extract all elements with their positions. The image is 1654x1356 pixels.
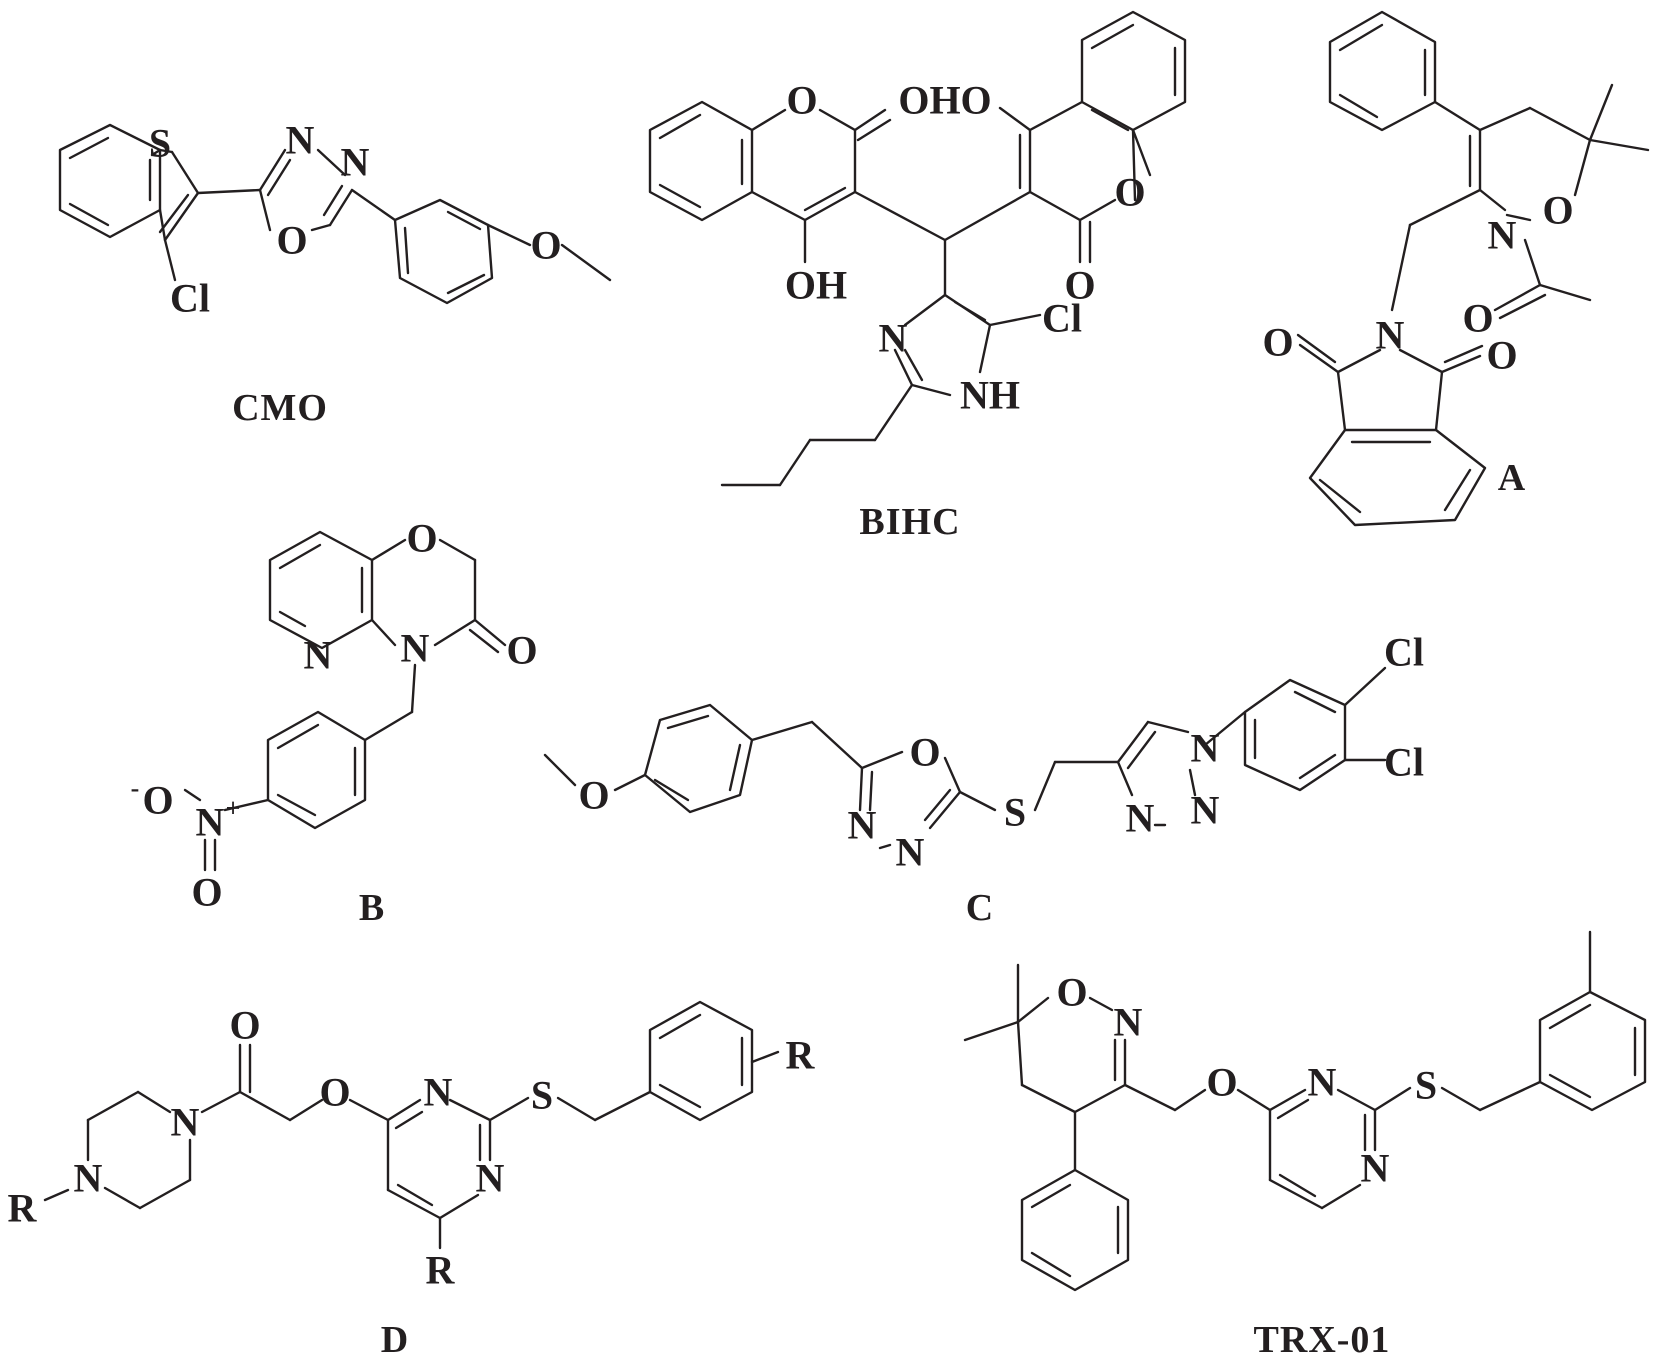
- compound-b: O N N O - O N + O B: [131, 516, 538, 930]
- compound-label-a: A: [1498, 457, 1526, 499]
- c-bonds: [543, 666, 1387, 850]
- b-atom-labels: O N N O - O N + O: [131, 516, 538, 915]
- compound-label-bihc: BIHC: [859, 501, 960, 543]
- c-atom-labels: O O N N S N N N Cl Cl: [578, 630, 1424, 875]
- atom-n: N: [1191, 788, 1220, 833]
- atom-n: N: [476, 1156, 505, 1201]
- atom-n: N: [1308, 1060, 1337, 1105]
- atom-o: O: [276, 218, 307, 263]
- atom-n: N: [1191, 726, 1220, 771]
- atom-o: O: [1486, 333, 1517, 378]
- atom-r: R: [8, 1186, 38, 1231]
- cmo-atom-labels: S Cl N N O O: [149, 118, 562, 321]
- atom-o: O: [1114, 170, 1145, 215]
- atom-o: O: [1462, 296, 1493, 341]
- compound-label-c: C: [966, 887, 994, 929]
- compound-label-b: B: [359, 887, 385, 929]
- atom-o: O: [191, 870, 222, 915]
- atom-cl: Cl: [1042, 296, 1082, 341]
- atom-cl: Cl: [1384, 630, 1424, 675]
- atom-s: S: [1415, 1063, 1437, 1108]
- atom-o: O: [1056, 970, 1087, 1015]
- atom-n: N: [879, 316, 908, 361]
- atom-n: N: [424, 1070, 453, 1115]
- atom-n: N: [304, 633, 333, 678]
- atom-o: O: [406, 516, 437, 561]
- atom-s: S: [531, 1073, 553, 1118]
- atom-n: N: [1361, 1146, 1390, 1191]
- atom-nh: NH: [960, 373, 1020, 418]
- atom-n: N: [401, 626, 430, 671]
- atom-o: O: [1542, 188, 1573, 233]
- atom-s: S: [1004, 790, 1026, 835]
- compound-label-d: D: [381, 1319, 409, 1356]
- atom-oh: OH: [785, 263, 847, 308]
- atom-n: N: [1126, 796, 1155, 841]
- atom-o: O: [1064, 263, 1095, 308]
- compound-bihc: O OHO OH O O N Cl NH BIHC: [648, 10, 1187, 543]
- d-atom-labels: R N N O O N N R S R: [8, 1003, 816, 1293]
- atom-n: N: [171, 1100, 200, 1145]
- charge-minus: -: [131, 774, 140, 803]
- compound-c: O O N N S N N N Cl Cl C: [543, 630, 1424, 929]
- atom-o: O: [786, 78, 817, 123]
- trx-bonds: [963, 930, 1647, 1292]
- atom-o: O: [142, 778, 173, 823]
- compound-label-trx-01: TRX-01: [1254, 1319, 1391, 1356]
- atom-n: N: [1114, 1000, 1143, 1045]
- atom-s: S: [149, 121, 171, 166]
- d-bonds: [43, 1000, 780, 1250]
- a-atom-labels: O N O N O O: [1262, 188, 1573, 378]
- atom-n: N: [196, 800, 225, 845]
- atom-cl: Cl: [170, 276, 210, 321]
- atom-o: O: [229, 1003, 260, 1048]
- compound-cmo: S Cl N N O O CMO: [58, 118, 612, 429]
- atom-r: R: [426, 1248, 456, 1293]
- atom-o: O: [578, 773, 609, 818]
- compound-a: O N O N O O A: [1262, 10, 1650, 527]
- atom-o: O: [1262, 320, 1293, 365]
- bihc-bonds: [648, 10, 1187, 487]
- atom-n: N: [848, 803, 877, 848]
- atom-n: N: [896, 830, 925, 875]
- compound-label-cmo: CMO: [232, 387, 328, 429]
- charge-plus: +: [226, 794, 241, 823]
- atom-n: N: [286, 118, 315, 163]
- bihc-atom-labels: O OHO OH O O N Cl NH: [785, 78, 1146, 418]
- atom-cl: Cl: [1384, 740, 1424, 785]
- atom-o: O: [1206, 1060, 1237, 1105]
- atom-n: N: [341, 140, 370, 185]
- b-bonds: [183, 530, 507, 872]
- cmo-bonds: [58, 123, 612, 305]
- atom-n: N: [74, 1156, 103, 1201]
- trx-atom-labels: O N O N N S: [1056, 970, 1437, 1191]
- atom-n: N: [1376, 313, 1405, 358]
- compound-trx-01: O N O N N S TRX-01: [963, 930, 1647, 1356]
- atom-oho: OHO: [898, 78, 991, 123]
- a-bonds: [1296, 10, 1650, 527]
- atom-n: N: [1488, 213, 1517, 258]
- atom-o: O: [909, 730, 940, 775]
- atom-o: O: [319, 1070, 350, 1115]
- atom-r: R: [786, 1033, 816, 1078]
- atom-o: O: [506, 628, 537, 673]
- compound-d: R N N O O N N R S R D: [8, 1000, 816, 1356]
- atom-o: O: [530, 223, 561, 268]
